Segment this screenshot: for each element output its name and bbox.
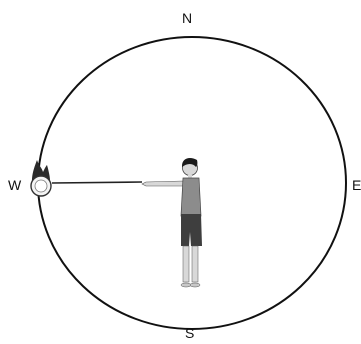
south-label: S [185,325,195,341]
east-label: E [352,177,361,193]
sight-line [51,181,143,184]
west-label: W [8,177,22,193]
boy-figure [141,158,202,288]
sun-icon [30,160,52,197]
north-label: N [182,10,193,26]
